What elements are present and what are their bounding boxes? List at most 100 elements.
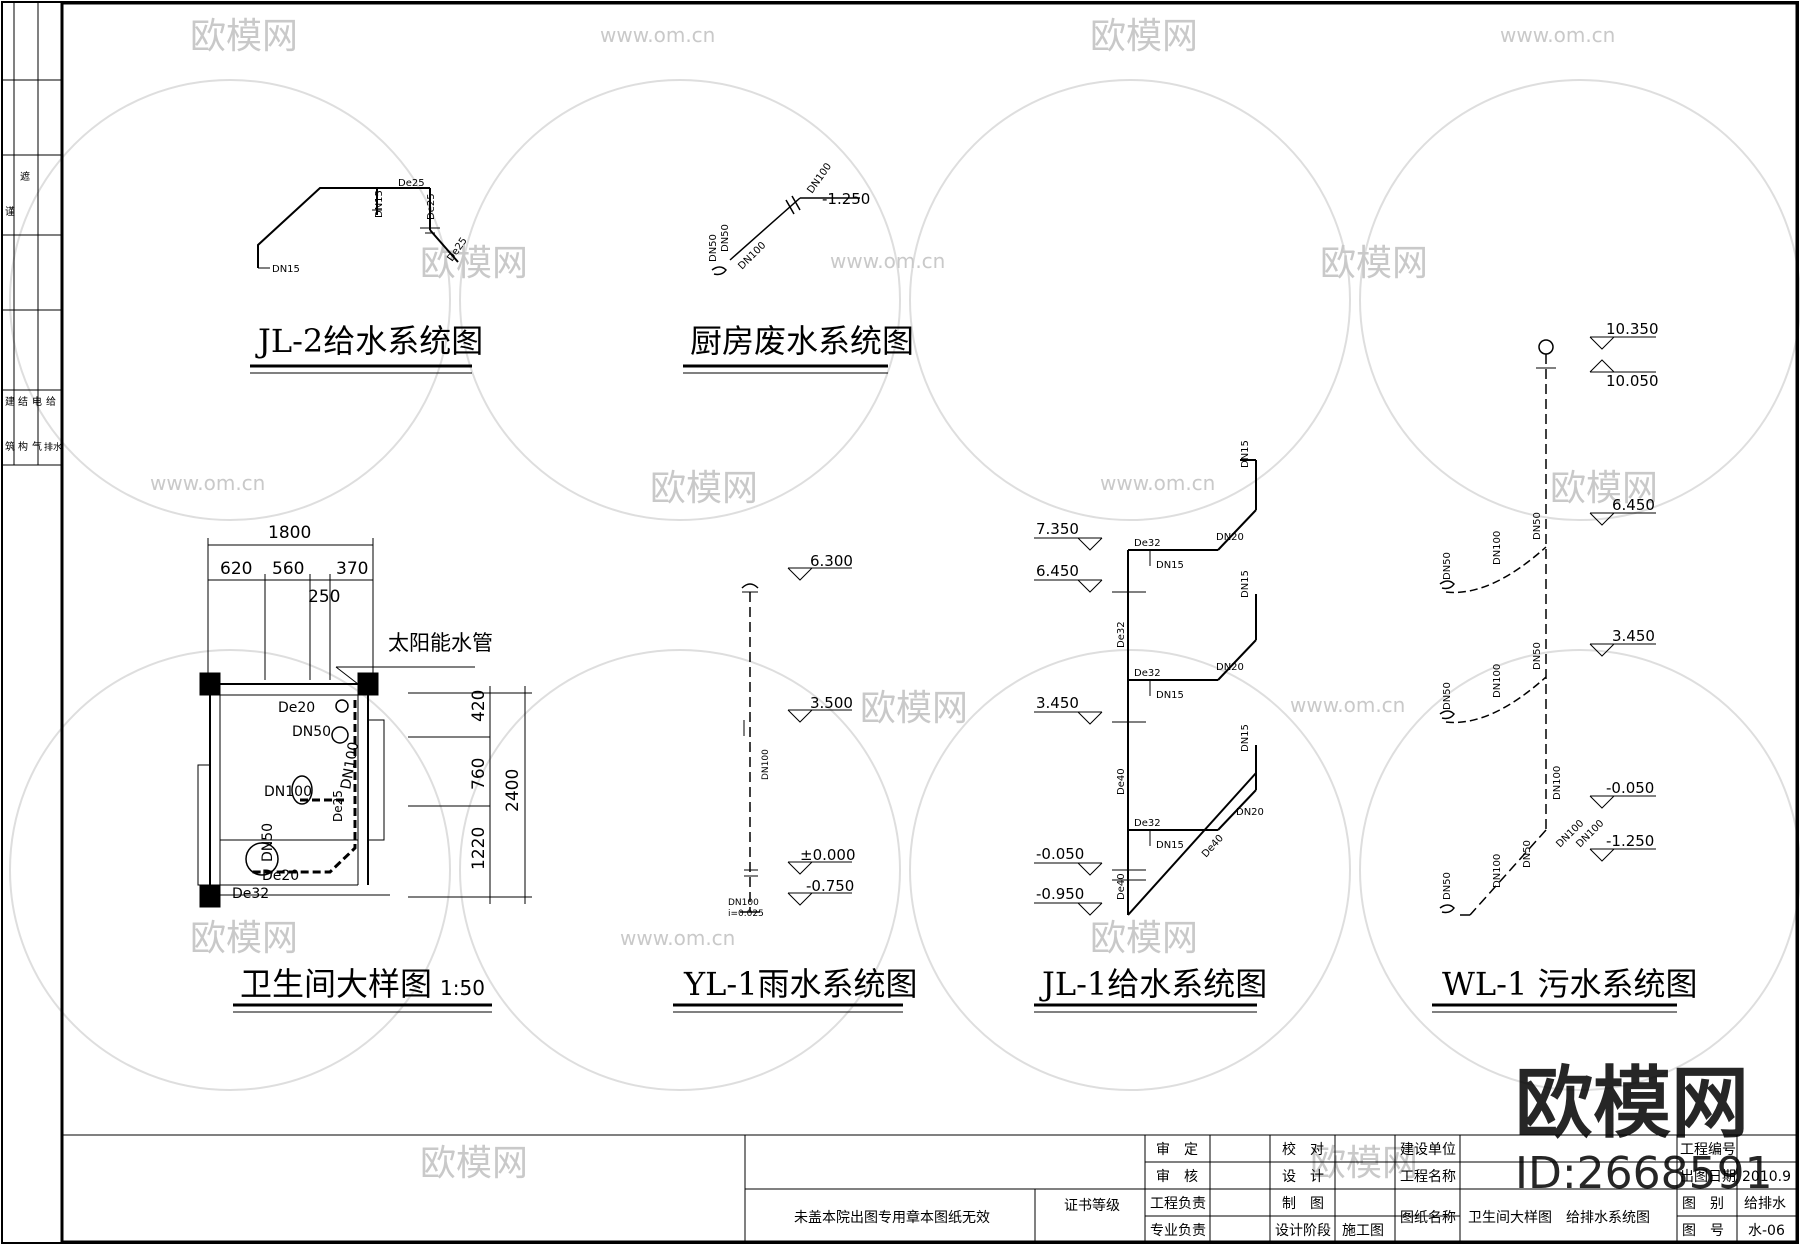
pipe-label: DN15	[272, 264, 300, 275]
level-label: -0.750	[806, 877, 854, 895]
pipe-label: DN15	[1240, 440, 1251, 468]
wl1-title: WL-1 污水系统图	[1432, 965, 1698, 1013]
pipe-label: DN50	[1442, 872, 1453, 900]
tb-drawing-name: 卫生间大样图 给排水系统图	[1468, 1210, 1650, 1226]
tb-proofread: 校 对	[1282, 1141, 1324, 1158]
tb-cert-grade: 证书等级	[1064, 1197, 1120, 1214]
watermark-brand: 欧模网	[190, 16, 298, 57]
pipe-label: De25	[331, 790, 345, 822]
level-label: -1.250	[822, 190, 870, 208]
solar-pipe-label: 太阳能水管	[388, 631, 493, 655]
watermark-brand: 欧模网	[420, 1143, 528, 1184]
level-label: -1.250	[1606, 832, 1654, 850]
drawing-scale: 1:50	[440, 976, 485, 1000]
strip-label: 筑	[5, 440, 15, 453]
level-label: 3.500	[810, 694, 853, 712]
kitchen-diagram	[711, 195, 860, 276]
pipe-label: DN50	[1532, 512, 1543, 540]
level-label: ±0.000	[800, 846, 856, 864]
dim-label: 620	[220, 559, 252, 579]
watermark-text-layer: 欧模网 欧模网 www.om.cn www.om.cn 欧模网 欧模网 www.…	[150, 16, 1658, 1184]
jl2-title: JL-2给水系统图	[250, 322, 483, 374]
level-label: -0.050	[1036, 845, 1084, 863]
drawing-title: WL-1 污水系统图	[1442, 965, 1698, 1003]
wl1-labels: 10.350 10.050 6.450 3.450 -0.050 -1.250 …	[1442, 320, 1659, 900]
pipe-label: De40	[1116, 768, 1127, 795]
watermark-brand: 欧模网	[420, 243, 528, 284]
dim-label: 1800	[268, 523, 311, 543]
brand-watermark: 欧模网 ID:2668591	[1515, 1059, 1773, 1199]
wl1-diagram	[1439, 336, 1656, 916]
slope-label: i=0.025	[728, 909, 764, 919]
yl1-diagram	[740, 567, 852, 913]
watermark-brand: 欧模网	[190, 918, 298, 959]
pipe-label: DN50	[1442, 682, 1453, 710]
watermark-brand: 欧模网	[860, 688, 968, 729]
tb-project-name: 工程名称	[1400, 1169, 1456, 1185]
watermark-site: www.om.cn	[620, 926, 735, 950]
tb-construction: 施工图	[1342, 1223, 1384, 1239]
pipe-label: De32	[1134, 538, 1161, 549]
pipe-label: DN50	[720, 224, 731, 252]
watermark-site: www.om.cn	[1500, 23, 1615, 47]
dim-label: 370	[336, 559, 368, 579]
drawing-title: 厨房废水系统图	[690, 322, 914, 360]
pipe-label: De20	[262, 868, 299, 884]
level-label: 6.300	[810, 552, 853, 570]
title-block	[744, 1135, 1798, 1242]
strip-label: 给	[46, 395, 56, 408]
tb-date-label: 出图日期	[1680, 1169, 1736, 1185]
dim-label: 420	[469, 690, 489, 722]
left-strip-labels: 遮 谨 建 结 电 给 筑 构 气 排水	[5, 170, 62, 453]
pipe-label: DN15	[1156, 690, 1184, 701]
level-label: 7.350	[1036, 520, 1079, 538]
pipe-label: DN50	[1532, 642, 1543, 670]
strip-label: 排水	[44, 441, 62, 453]
strip-label: 遮	[20, 170, 30, 183]
pipe-label: DN20	[1216, 532, 1244, 543]
pipe-label: De32	[232, 886, 269, 902]
drawing-title: YL-1雨水系统图	[683, 965, 918, 1003]
pipe-label: De25	[426, 193, 437, 220]
strip-label: 谨	[5, 205, 15, 218]
pipe-label: De40	[1200, 833, 1226, 860]
pipe-label: DN100	[1492, 664, 1503, 698]
level-label: 3.450	[1612, 627, 1655, 645]
watermark-brand: 欧模网	[1090, 16, 1198, 57]
tb-seal-note: 未盖本院出图专用章本图纸无效	[794, 1209, 990, 1226]
tb-project-lead: 工程负责	[1150, 1196, 1206, 1212]
tb-check: 审 核	[1156, 1169, 1198, 1185]
pipe-label: DN50	[1442, 552, 1453, 580]
level-label: -0.050	[1606, 779, 1654, 797]
pipe-label: DN100	[736, 240, 768, 272]
drawing-title: JL-1给水系统图	[1039, 965, 1267, 1003]
yl1-title: YL-1雨水系统图	[673, 965, 918, 1013]
level-label: -0.950	[1036, 885, 1084, 903]
tb-number-label: 图 号	[1682, 1223, 1724, 1239]
watermark-site: www.om.cn	[1100, 471, 1215, 495]
pipe-label: DN100	[1552, 766, 1563, 800]
jl2-diagram	[257, 187, 459, 269]
tb-date: 2010.9	[1742, 1169, 1791, 1185]
brand-id-text: ID:2668591	[1515, 1148, 1773, 1199]
tb-category-label: 图 别	[1682, 1196, 1724, 1212]
strip-label: 电	[32, 395, 42, 408]
watermark-site: www.om.cn	[150, 471, 265, 495]
level-label: 6.450	[1612, 496, 1655, 514]
drawing-title: JL-2给水系统图	[255, 322, 483, 360]
tb-client: 建设单位	[1400, 1142, 1456, 1158]
pipe-label: DN15	[1156, 560, 1184, 571]
pipe-label: De40	[1116, 873, 1127, 900]
strip-label: 构	[18, 440, 28, 453]
watermark-brand: 欧模网	[650, 468, 758, 509]
strip-label: 结	[18, 395, 28, 408]
pipe-label: De20	[278, 700, 315, 716]
bathroom-plan	[197, 538, 532, 908]
tb-design: 设 计	[1282, 1169, 1324, 1185]
pipe-label: De32	[1116, 621, 1127, 648]
tb-category: 给排水	[1744, 1196, 1786, 1212]
pipe-label: DN15	[1240, 570, 1251, 598]
pipe-label: DN100	[338, 741, 362, 791]
level-label: 10.350	[1606, 320, 1659, 338]
pipe-label: De32	[1134, 668, 1161, 679]
